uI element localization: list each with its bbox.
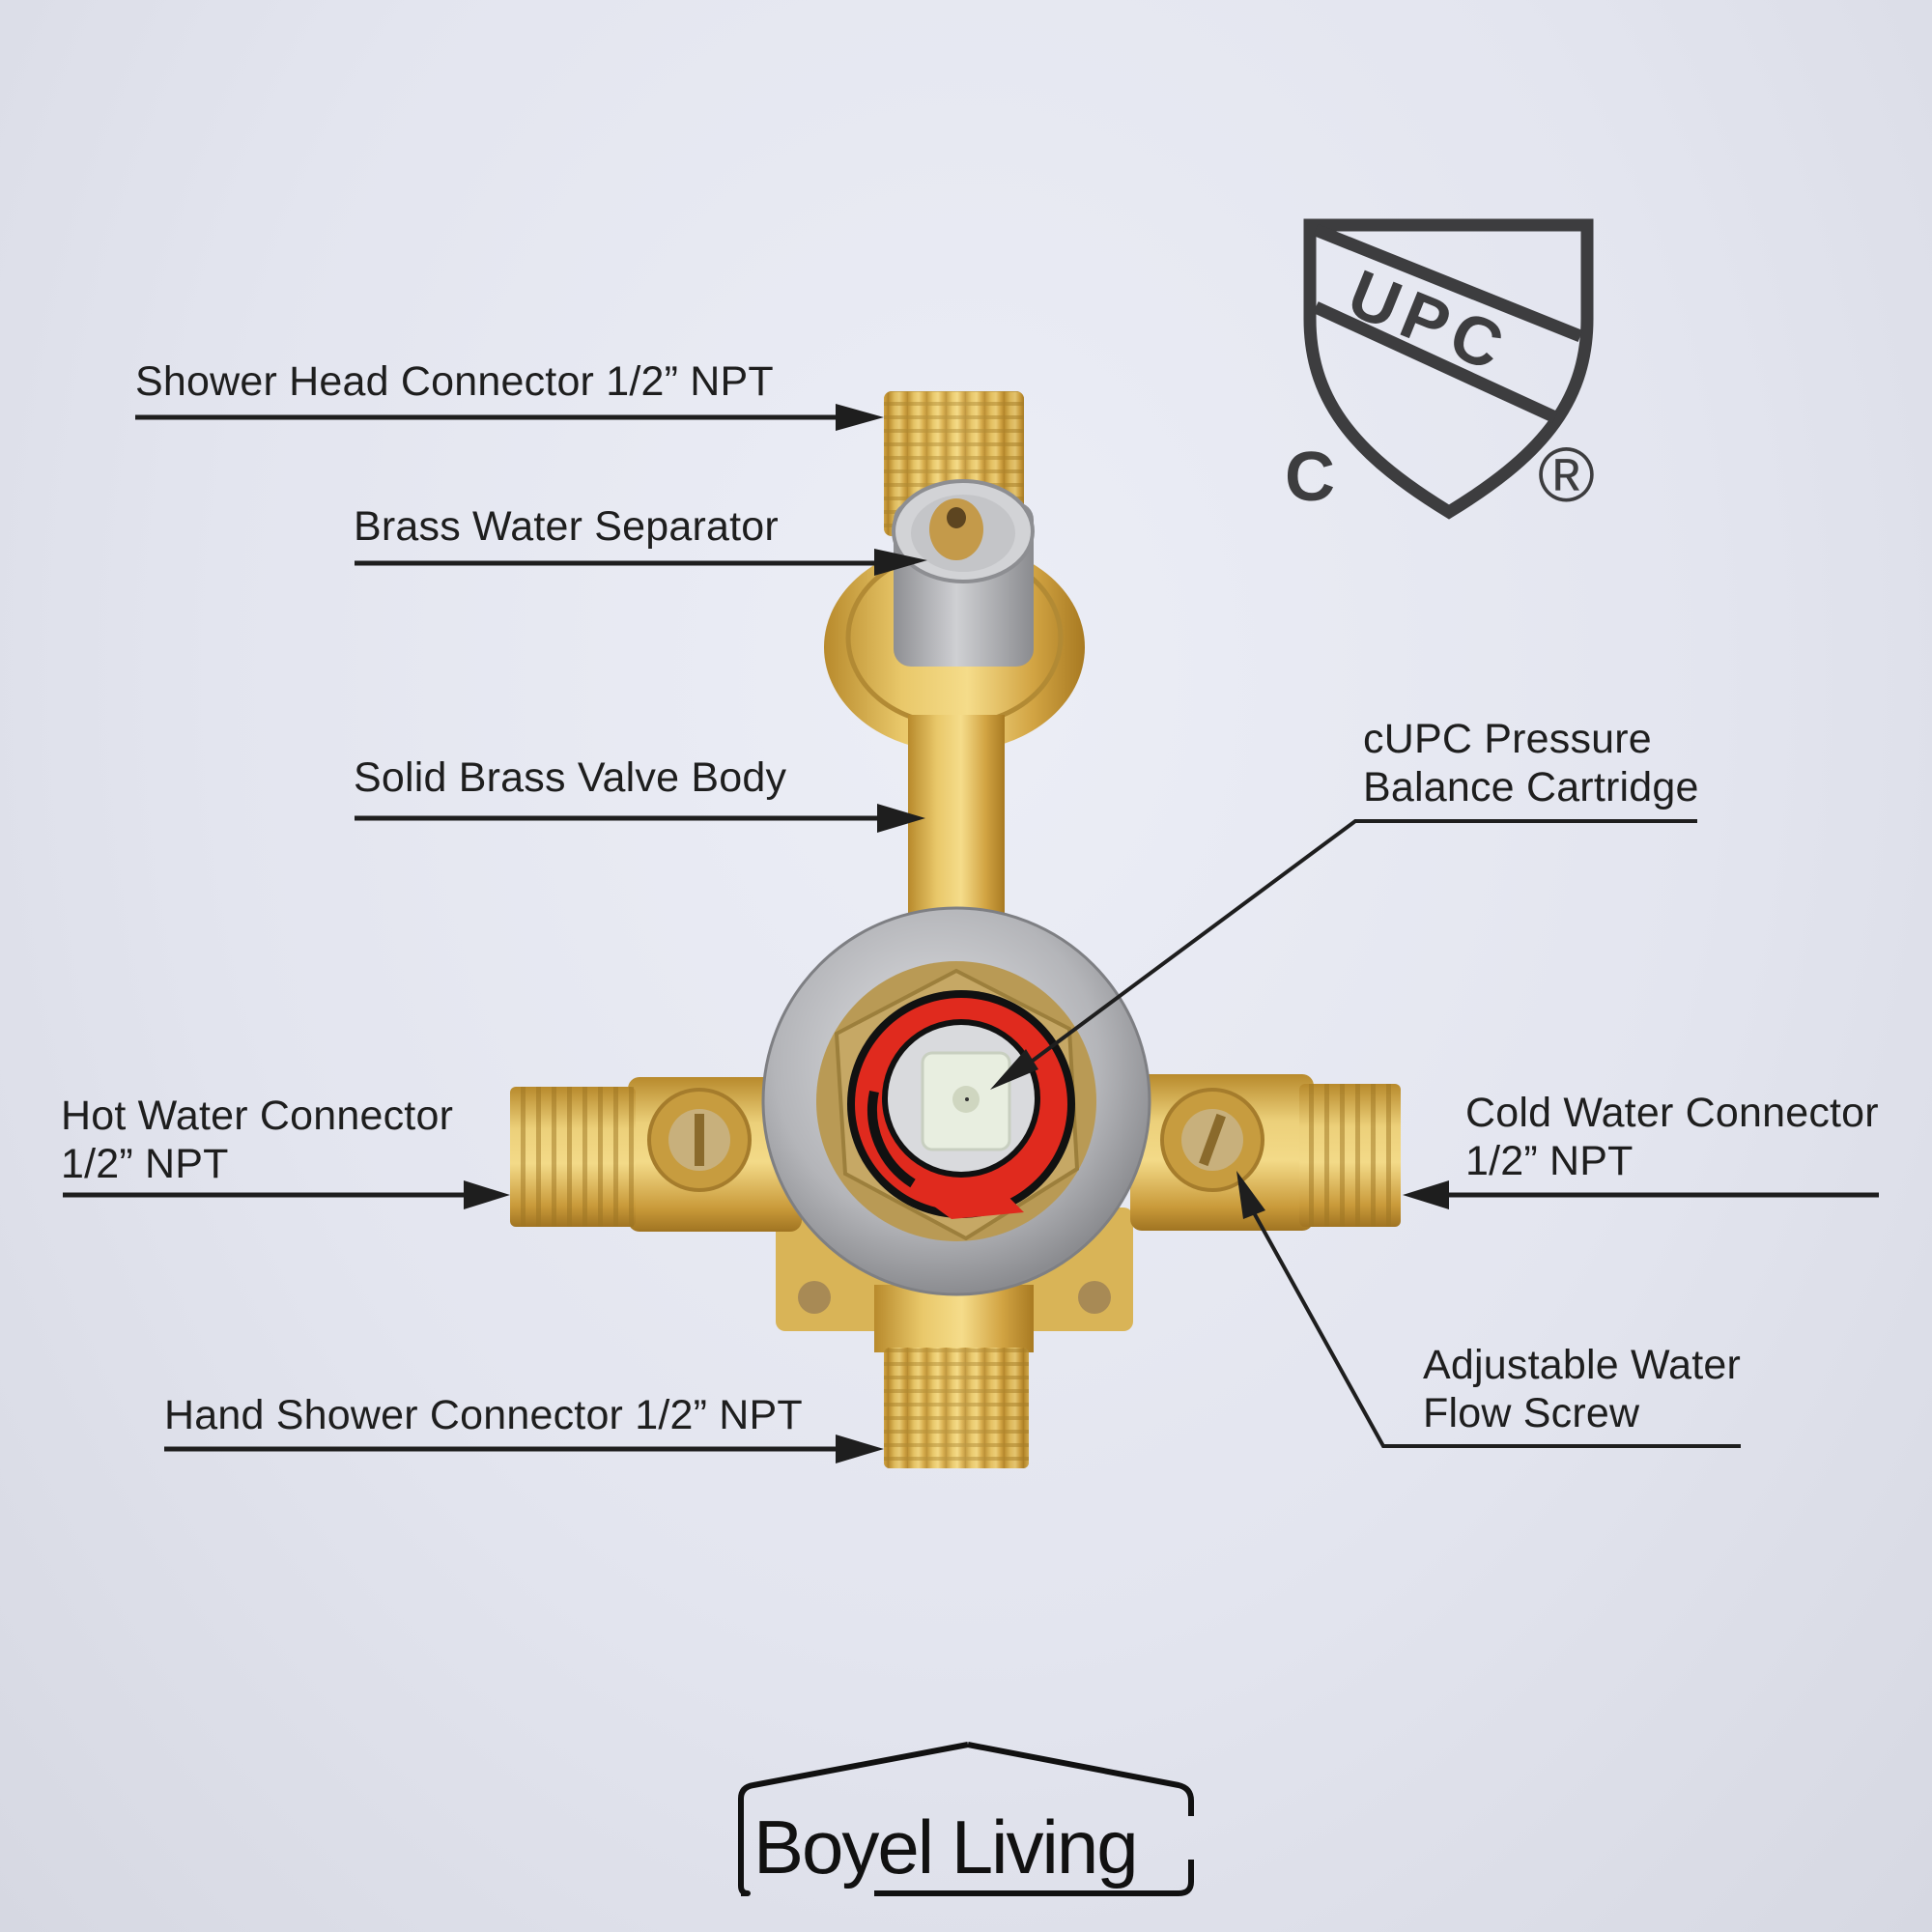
hand-shower-connector (874, 1285, 1034, 1468)
label-hand-shower-connector: Hand Shower Connector 1/2” NPT (164, 1392, 803, 1438)
cold-water-inlet (1130, 1074, 1401, 1231)
label-cold-water-connector: Cold Water Connector 1/2” NPT (1465, 1090, 1879, 1184)
water-separator (892, 479, 1035, 667)
shield-icon (1303, 218, 1594, 520)
registered-mark-icon: ® (1538, 432, 1595, 518)
house-outline-icon (738, 1742, 1194, 1896)
label-solid-brass-valve-body: Solid Brass Valve Body (354, 754, 787, 801)
label-pressure-balance-cartridge: cUPC Pressure Balance Cartridge (1363, 716, 1699, 810)
leader-lines (63, 404, 1879, 1463)
pressure-balance-cartridge (847, 990, 1075, 1219)
label-hot-water-connector: Hot Water Connector 1/2” NPT (61, 1093, 454, 1187)
label-shower-head-connector: Shower Head Connector 1/2” NPT (135, 358, 774, 405)
canada-c-mark: C (1285, 439, 1335, 516)
cupc-certification-logo (1303, 218, 1594, 520)
label-brass-water-separator: Brass Water Separator (354, 503, 779, 550)
hot-water-inlet (510, 1077, 802, 1232)
brand-logo-text: Boyel Living (753, 1804, 1139, 1889)
label-adjustable-flow-screw: Adjustable Water Flow Screw (1423, 1342, 1742, 1436)
